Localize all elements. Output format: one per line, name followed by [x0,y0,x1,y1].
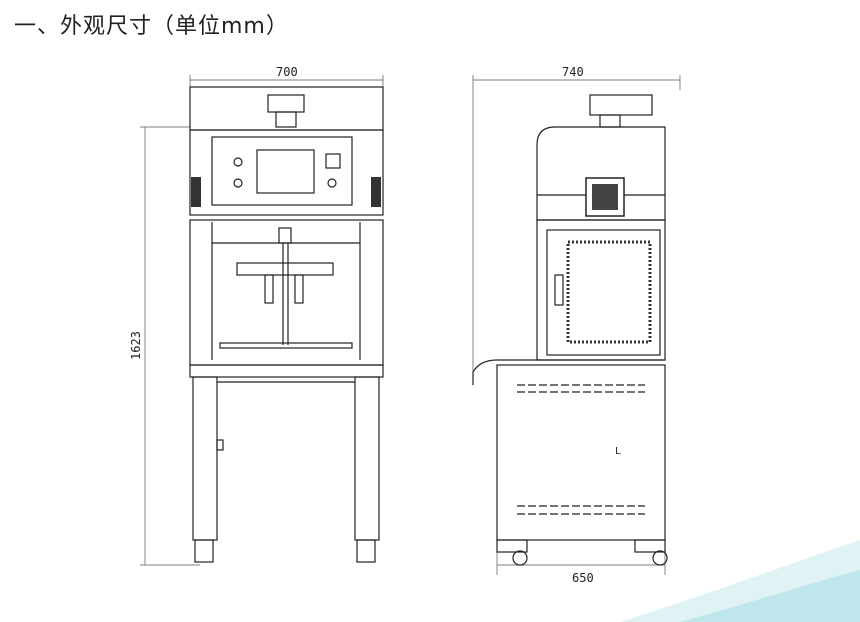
side-view: 740 650 L [472,65,681,585]
marker-label: L [615,446,621,457]
page-title: 一、外观尺寸（单位mm） [14,14,289,39]
front-view: 700 1623 [129,65,384,566]
height-dimension-label: 1623 [129,331,143,360]
width-dimension-label: 700 [276,65,298,79]
depth-dimension-label: 740 [562,65,584,79]
decorative-swoosh-inner [680,570,860,622]
base-dimension-label: 650 [572,571,594,585]
